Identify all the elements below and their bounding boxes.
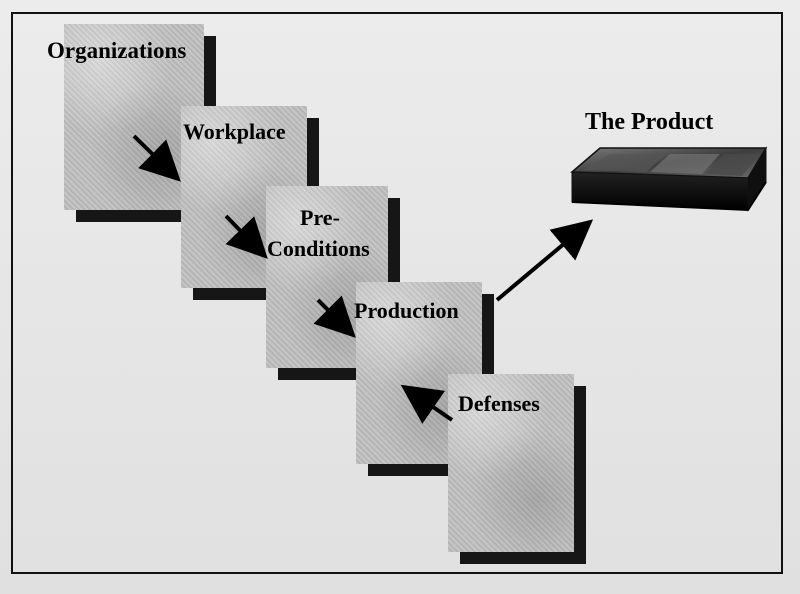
product-label: The Product [585,109,714,135]
preconditions-label-line2: Conditions [267,236,370,261]
defenses-card [448,374,574,552]
production-card [356,282,482,464]
production-label: Production [354,298,459,323]
product-box-icon [570,146,768,212]
defenses-label: Defenses [458,391,540,416]
workplace-label: Workplace [183,119,286,144]
diagram-frame [11,12,783,574]
preconditions-label-line1: Pre- [300,205,340,230]
organizations-label: Organizations [47,38,187,63]
